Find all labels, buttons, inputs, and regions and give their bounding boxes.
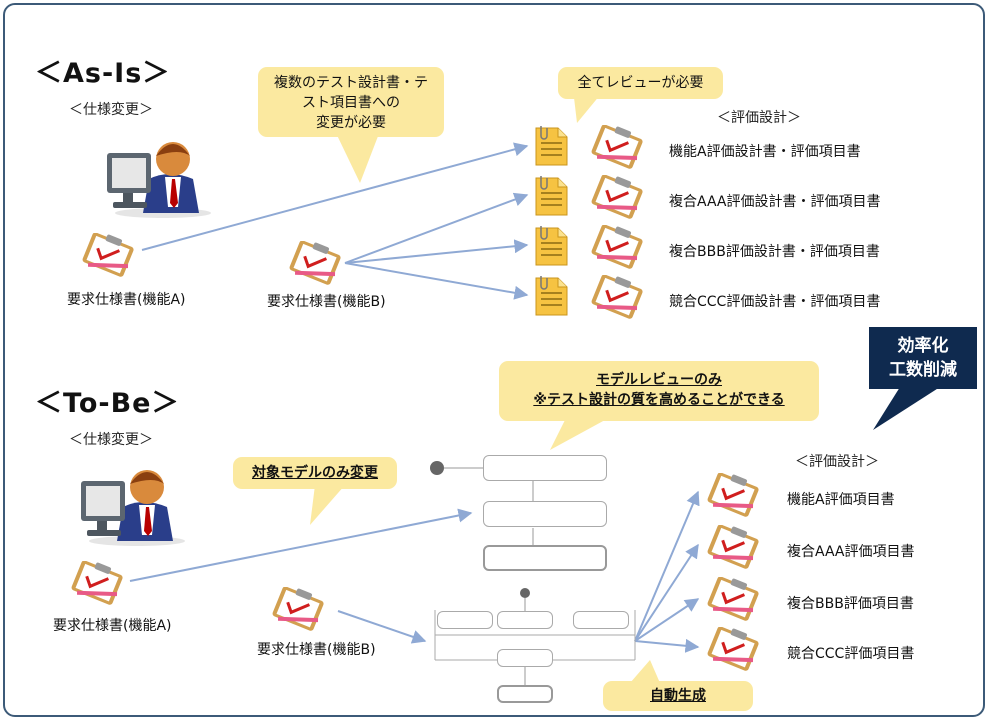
callout-tail-model bbox=[550, 420, 605, 450]
clipboard-checklist-icon bbox=[707, 627, 759, 671]
arrow-reqb-to-doc2 bbox=[344, 192, 529, 264]
clipboard-checklist-icon bbox=[707, 473, 759, 517]
efficiency-line2: 工数削減 bbox=[889, 360, 957, 380]
callout-model-review: モデルレビューのみ ※テスト設計の質を高めることができる bbox=[499, 361, 819, 421]
clipboard-checklist-icon bbox=[82, 233, 134, 277]
state-box bbox=[437, 611, 493, 629]
callout-model-line1: モデルレビューのみ bbox=[596, 372, 722, 388]
document-page-icon bbox=[535, 126, 568, 166]
diagram-frame: ＜As-Is＞ ＜仕様変更＞ 要求仕様書(機能A) 要求仕様書(機能B) 複数の… bbox=[3, 3, 985, 717]
callout-tail-target bbox=[310, 485, 345, 525]
clipboard-checklist-icon bbox=[591, 275, 643, 319]
arrow-model-to-out1 bbox=[634, 490, 700, 642]
tobe-doc-label: 競合CCC評価項目書 bbox=[787, 646, 915, 662]
clipboard-checklist-icon bbox=[591, 125, 643, 169]
clipboard-checklist-icon bbox=[71, 561, 123, 605]
document-page-icon bbox=[535, 276, 568, 316]
tobe-req-b: 要求仕様書(機能B) bbox=[257, 642, 376, 658]
clipboard-checklist-icon bbox=[707, 525, 759, 569]
efficiency-line1: 効率化 bbox=[897, 336, 949, 356]
state-box bbox=[483, 501, 607, 527]
callout-target-model: 対象モデルのみ変更 bbox=[233, 457, 397, 489]
asis-title: ＜As-Is＞ bbox=[35, 58, 171, 89]
asis-spec-change: ＜仕様変更＞ bbox=[69, 102, 153, 118]
document-page-icon bbox=[535, 176, 568, 216]
tobe-spec-change: ＜仕様変更＞ bbox=[69, 432, 153, 448]
callout-multi-docs: 複数のテスト設計書・テ スト項目書への 変更が必要 bbox=[258, 67, 444, 137]
tobe-eval-design: ＜評価設計＞ bbox=[795, 454, 879, 470]
callout-tail-multi bbox=[335, 131, 380, 183]
callout-multi-line1: 複数のテスト設計書・テ bbox=[274, 75, 428, 91]
clipboard-checklist-icon bbox=[591, 175, 643, 219]
tobe-req-a: 要求仕様書(機能A) bbox=[53, 618, 172, 634]
callout-model-line2: ※テスト設計の質を高めることができる bbox=[533, 392, 785, 408]
tobe-doc-label: 複合AAA評価項目書 bbox=[787, 544, 915, 560]
state-box bbox=[497, 685, 553, 703]
callout-review: 全てレビューが必要 bbox=[558, 67, 723, 99]
asis-eval-design: ＜評価設計＞ bbox=[717, 110, 801, 126]
callout-multi-line3: 変更が必要 bbox=[316, 115, 386, 131]
clipboard-checklist-icon bbox=[272, 587, 324, 631]
asis-doc-label: 複合BBB評価設計書・評価項目書 bbox=[669, 244, 880, 260]
asis-doc-label: 競合CCC評価設計書・評価項目書 bbox=[669, 294, 881, 310]
arrow-reqb-to-model bbox=[337, 610, 427, 644]
clipboard-checklist-icon bbox=[707, 577, 759, 621]
person-at-computer-icon bbox=[107, 142, 211, 218]
callout-tail-auto bbox=[630, 660, 660, 683]
state-box bbox=[483, 455, 607, 481]
asis-doc-label: 機能A評価設計書・評価項目書 bbox=[669, 144, 861, 160]
connector-layer bbox=[129, 89, 940, 683]
tobe-title: ＜To-Be＞ bbox=[35, 388, 180, 419]
arrow-reqb-to-doc3 bbox=[344, 239, 529, 264]
document-page-icon bbox=[535, 226, 568, 266]
arrow-reqa-to-model bbox=[129, 508, 473, 582]
tobe-doc-label: 複合BBB評価項目書 bbox=[787, 596, 914, 612]
asis-req-a: 要求仕様書(機能A) bbox=[67, 292, 186, 308]
arrow-model-to-out2 bbox=[634, 543, 699, 642]
arrow-reqa-to-doc1 bbox=[141, 142, 529, 251]
arrow-reqb-to-doc4 bbox=[344, 262, 529, 300]
state-box bbox=[497, 611, 553, 629]
callout-multi-line2: スト項目書への bbox=[302, 95, 400, 111]
asis-doc-label: 複合AAA評価設計書・評価項目書 bbox=[669, 194, 881, 210]
arrow-model-to-out3 bbox=[634, 598, 700, 642]
callout-auto-generate: 自動生成 bbox=[603, 681, 753, 711]
clipboard-checklist-icon bbox=[289, 241, 341, 285]
tobe-doc-label: 機能A評価項目書 bbox=[787, 492, 895, 508]
state-box bbox=[483, 545, 607, 571]
efficiency-badge: 効率化 工数削減 bbox=[869, 327, 977, 389]
asis-req-b: 要求仕様書(機能B) bbox=[267, 294, 386, 310]
state-box bbox=[497, 649, 553, 667]
navy-tail bbox=[873, 387, 940, 430]
clipboard-checklist-icon bbox=[591, 225, 643, 269]
arrow-model-to-out4 bbox=[634, 638, 700, 653]
state-box bbox=[573, 611, 629, 629]
person-at-computer-icon bbox=[81, 470, 185, 546]
